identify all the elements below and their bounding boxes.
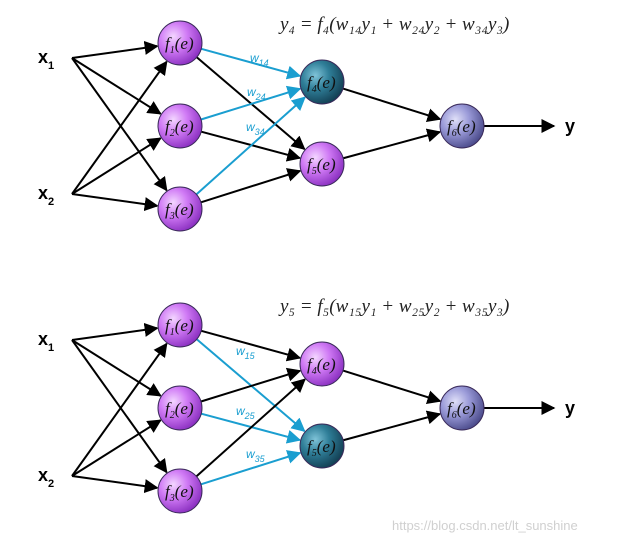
- edge-x1-f3: [71, 57, 168, 192]
- edge-x1-f1: [71, 40, 159, 59]
- node-label-f5: f5(e): [307, 155, 336, 177]
- node-f2: [157, 103, 203, 149]
- edge-x2-f1: [71, 60, 168, 195]
- weight-label-34: w34: [246, 120, 265, 137]
- input-sub-x1: 1: [48, 342, 54, 354]
- node-label-f4: f4(e): [307, 73, 336, 95]
- weight-label-14: w14: [250, 51, 269, 68]
- edge-x1-f3: [71, 339, 168, 474]
- node-f3: [157, 468, 203, 514]
- node-label-f4: f4(e): [307, 355, 336, 377]
- node-f3: [157, 186, 203, 232]
- node-f4: [299, 59, 345, 105]
- edge-x2-f2: [71, 137, 162, 195]
- node-label-f5: f5(e): [307, 437, 336, 459]
- edge-x2-f3: [71, 475, 159, 494]
- output-label: y: [565, 398, 575, 418]
- edge-f4-f6: [342, 369, 442, 405]
- output-label: y: [565, 116, 575, 136]
- node-f2: [157, 385, 203, 431]
- input-label-x1: x: [38, 329, 48, 349]
- input-label-x1: x: [38, 47, 48, 67]
- node-f1: [157, 20, 203, 66]
- edge-f1-f4: [200, 47, 302, 80]
- node-label-f2: f2(e): [165, 399, 194, 421]
- edge-f3-f5: [200, 450, 302, 486]
- edge-x2-f3: [71, 193, 159, 212]
- node-label-f1: f1(e): [165, 34, 194, 56]
- node-label-f3: f3(e): [165, 200, 194, 222]
- node-f6: [439, 385, 485, 431]
- edge-f2-f4: [200, 85, 302, 121]
- input-label-x2: x: [38, 465, 48, 485]
- node-f5: [299, 141, 345, 187]
- edge-f3-f4: [195, 96, 306, 196]
- edge-f5-f6: [342, 128, 442, 160]
- weight-label-25: w25: [236, 404, 256, 421]
- node-f5: [299, 423, 345, 469]
- edge-f2-f4: [200, 367, 302, 403]
- edge-x1-f2: [71, 339, 162, 397]
- watermark-text: https://blog.csdn.net/lt_sunshine: [392, 518, 578, 533]
- input-sub-x2: 2: [48, 478, 54, 490]
- node-f6: [439, 103, 485, 149]
- edge-f3-f4: [195, 378, 306, 478]
- edge-f3-f5: [200, 168, 302, 204]
- node-label-f1: f1(e): [165, 316, 194, 338]
- weight-label-15: w15: [236, 344, 256, 361]
- input-label-x2: x: [38, 183, 48, 203]
- weight-label-24: w24: [247, 85, 266, 102]
- node-label-f6: f6(e): [447, 399, 476, 421]
- equation-1: y₄ = f₄(w₁₄y₁ + w₂₄y₂ + w₃₄y₃): [278, 14, 509, 35]
- node-f4: [299, 341, 345, 387]
- edge-f4-f6: [342, 87, 442, 123]
- equation-2: y₅ = f₅(w₁₅y₁ + w₂₅y₂ + w₃₅y₃): [278, 296, 509, 317]
- edge-x2-f2: [71, 419, 162, 477]
- edge-x1-f1: [71, 322, 159, 341]
- edge-f1-f4: [200, 329, 302, 362]
- edge-x1-f2: [71, 57, 162, 115]
- input-sub-x1: 1: [48, 60, 54, 72]
- edge-f5-f6: [342, 410, 442, 442]
- edge-x2-f1: [71, 342, 168, 477]
- node-f1: [157, 302, 203, 348]
- weight-label-35: w35: [246, 447, 266, 464]
- node-label-f3: f3(e): [165, 482, 194, 504]
- input-sub-x2: 2: [48, 196, 54, 208]
- node-label-f6: f6(e): [447, 117, 476, 139]
- node-label-f2: f2(e): [165, 117, 194, 139]
